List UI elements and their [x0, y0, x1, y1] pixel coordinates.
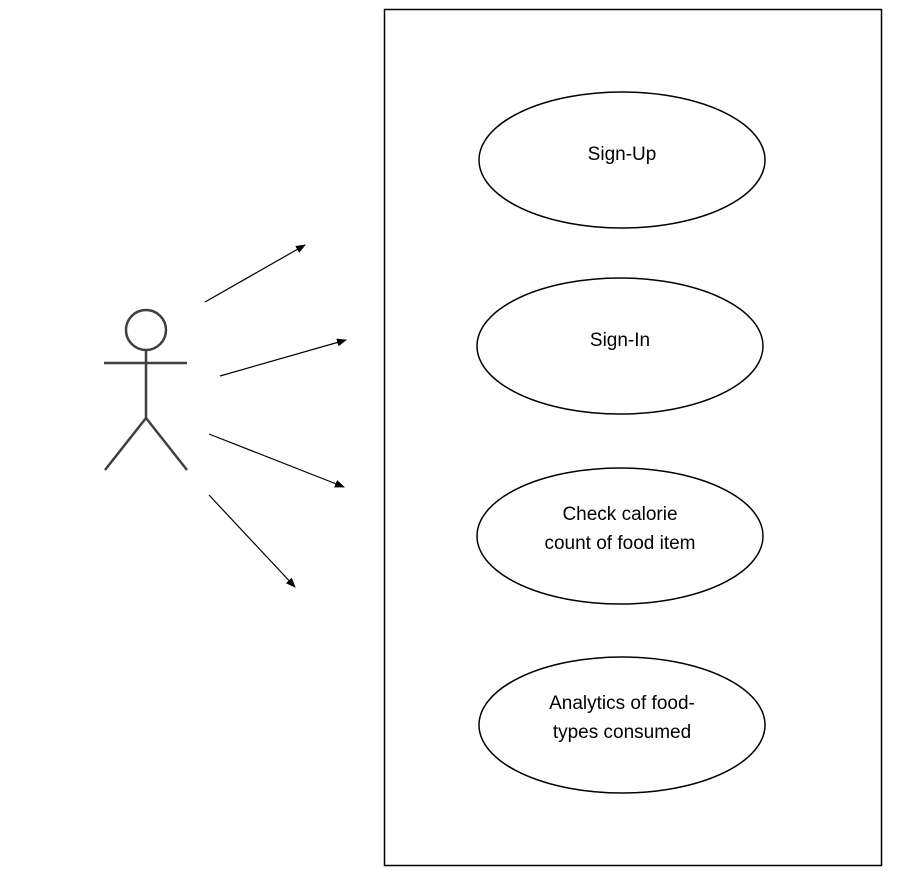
use-case-label-line-1: Analytics of food-	[549, 693, 695, 714]
use-case-label: Sign-In	[590, 330, 650, 351]
actor-left-leg	[104, 417, 147, 471]
association-arrow-analytics	[208, 494, 296, 588]
use-case-ellipse	[476, 277, 764, 415]
use-case-check-calorie: Check calorie count of food item	[476, 467, 764, 605]
use-case-ellipse	[478, 91, 766, 229]
use-case-analytics: Analytics of food- types consumed	[478, 656, 766, 794]
association-arrow-sign-in	[219, 338, 347, 377]
use-case-sign-up: Sign-Up	[478, 91, 766, 229]
use-case-ellipse	[478, 656, 766, 794]
use-case-label-line-1: Check calorie	[562, 504, 677, 525]
use-case-label-line-2: types consumed	[553, 722, 691, 743]
association-arrow-check-calorie	[208, 433, 345, 488]
actor-head	[124, 308, 168, 352]
system-boundary	[383, 8, 883, 867]
use-case-label-line-2: count of food item	[544, 533, 695, 554]
use-case-sign-in: Sign-In	[476, 277, 764, 415]
association-arrow-sign-up	[204, 244, 306, 303]
association-arrows	[204, 244, 347, 588]
use-case-label: Sign-Up	[588, 144, 657, 165]
use-case-ellipse	[476, 467, 764, 605]
actor-right-leg	[145, 417, 188, 471]
actor-stick-figure-icon	[104, 308, 188, 471]
